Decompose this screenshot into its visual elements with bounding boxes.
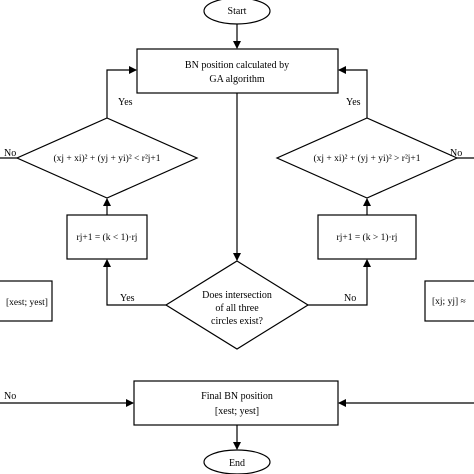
update-left-box: rj+1 = (k < 1)·rj	[66, 214, 148, 260]
end-terminator: End	[203, 449, 271, 474]
label-no-right-bottom: No	[344, 293, 356, 304]
decision-right-formula: (xj + xi)² + (yj + yi)² > r²j+1	[313, 153, 420, 164]
label-yes-right-top: Yes	[346, 97, 361, 108]
arrow-left-yes-to-bn	[106, 66, 137, 118]
label-no-bottom-left: No	[4, 391, 16, 402]
end-label: End	[229, 458, 245, 469]
final-position-box: Final BN position [xest; yest]	[133, 380, 339, 426]
final-box-line1: Final BN position	[201, 391, 273, 402]
decision-center: Does intersection of all three circles e…	[164, 260, 310, 350]
update-left-formula: rj+1 = (k < 1)·rj	[77, 232, 138, 243]
update-right-formula: rj+1 = (k > 1)·rj	[337, 232, 398, 243]
decision-left-formula: (xj + xi)² + (yj + yi)² < r²j+1	[53, 153, 160, 164]
estimate-right-formula: [xj; yj] ≈	[432, 297, 466, 307]
decision-center-line1: Does intersection	[202, 290, 272, 301]
decision-left: (xj + xi)² + (yj + yi)² < r²j+1	[15, 117, 199, 199]
bn-box-line1: BN position calculated by	[185, 60, 289, 71]
decision-right: (xj + xi)² + (yj + yi)² > r²j+1	[275, 117, 459, 199]
label-no-right: No	[450, 148, 462, 159]
decision-center-line3: circles exist?	[211, 316, 263, 327]
arrow-right-yes-to-bn	[338, 66, 368, 118]
bn-box-line2: GA algorithm	[209, 74, 264, 85]
decision-center-line2: of all three	[215, 303, 259, 314]
estimate-left-box: [xest; yest]	[0, 280, 53, 322]
label-yes-left-bottom: Yes	[120, 293, 135, 304]
estimate-left-formula: [xest; yest]	[6, 298, 48, 308]
label-no-left: No	[4, 148, 16, 159]
final-box-line2: [xest; yest]	[215, 406, 259, 417]
label-yes-left-top: Yes	[118, 97, 133, 108]
start-terminator: Start	[203, 0, 271, 25]
estimate-right-box: [xj; yj] ≈	[424, 280, 474, 322]
arrow-center-no-to-update-right	[308, 259, 371, 306]
arrow-center-yes-to-update-left	[103, 259, 166, 306]
update-right-box: rj+1 = (k > 1)·rj	[317, 214, 417, 260]
start-label: Start	[228, 6, 247, 17]
bn-position-box: BN position calculated by GA algorithm	[136, 48, 339, 94]
